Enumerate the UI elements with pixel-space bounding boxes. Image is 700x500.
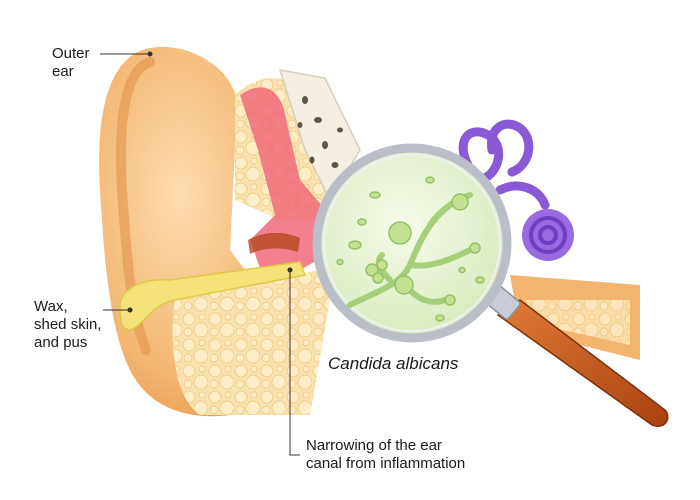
middle-ear-tissue-inner <box>525 300 630 345</box>
narrowing-label: Narrowing of the ear canal from inflamma… <box>306 437 466 472</box>
inflamed-canal <box>240 87 335 271</box>
leader-lines <box>100 53 300 456</box>
inner-ear <box>458 119 550 210</box>
outer-ear-label: Outer ear <box>52 45 90 80</box>
wax-plug <box>119 261 307 331</box>
bone-pores <box>297 96 343 168</box>
cochlea <box>522 209 574 261</box>
tissue-lower <box>172 270 330 415</box>
candida-label: Candida albicans <box>328 354 459 373</box>
magnifier-handle <box>496 299 669 427</box>
candida-cells <box>336 176 485 322</box>
magnifying-glass-icon <box>312 143 512 343</box>
canal-inflammation-spots <box>248 232 300 254</box>
wax-label: Wax, shed skin, and pus <box>34 298 102 351</box>
